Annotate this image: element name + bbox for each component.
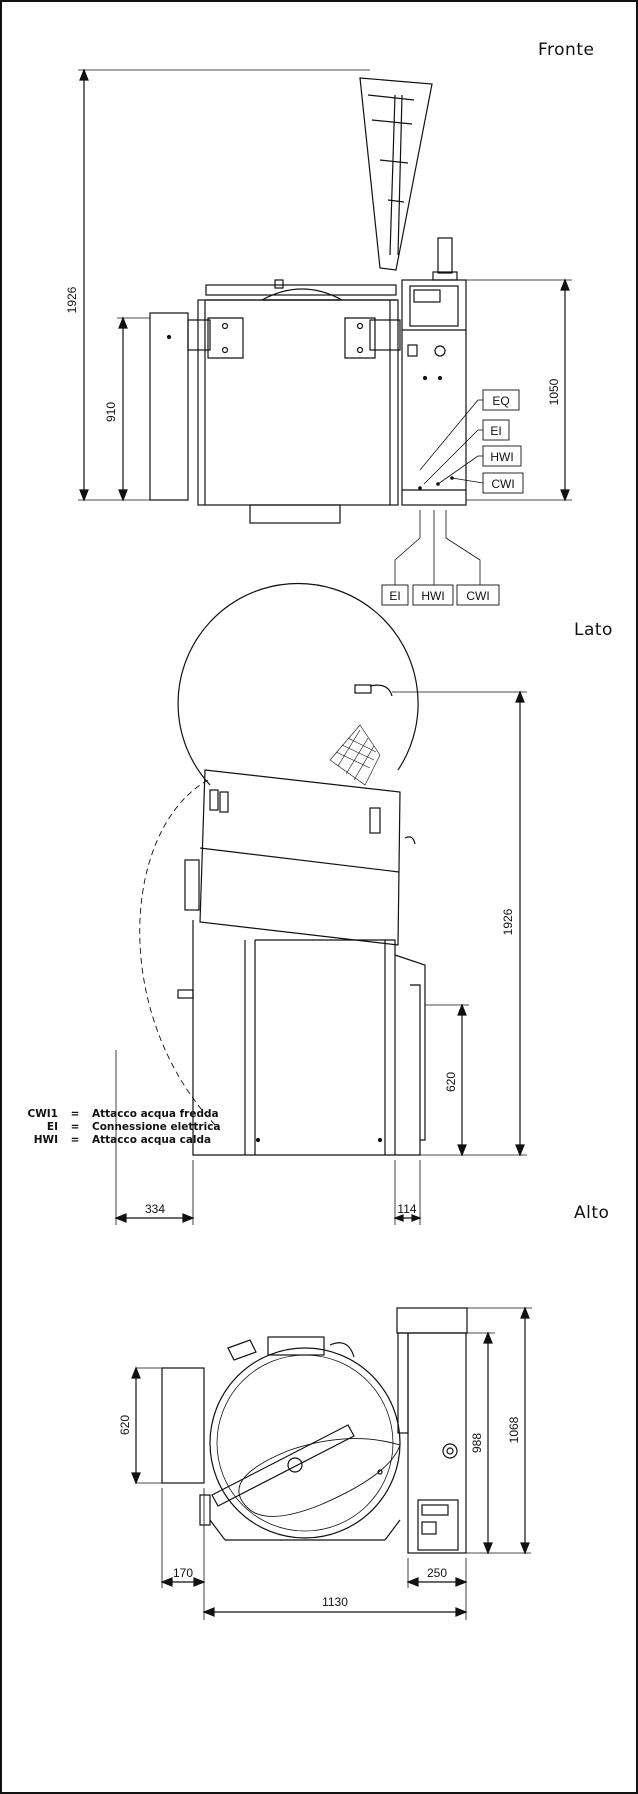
legend-sep: = bbox=[70, 1134, 80, 1146]
front-tag-eq: EQ bbox=[492, 394, 509, 408]
top-dim-1130: 1130 bbox=[322, 1595, 348, 1609]
legend-row-cwi: CWI1 = Attacco acqua fredda bbox=[14, 1108, 221, 1121]
side-view-title: Lato bbox=[574, 620, 613, 640]
legend-text: Connessione elettrica bbox=[92, 1121, 221, 1133]
legend-text: Attacco acqua fredda bbox=[92, 1108, 219, 1120]
front-tag-ei-right: EI bbox=[490, 424, 501, 438]
legend-sep: = bbox=[70, 1121, 80, 1133]
top-dim-250: 250 bbox=[427, 1566, 447, 1580]
top-dim-620: 620 bbox=[118, 1415, 132, 1435]
connection-legend: CWI1 = Attacco acqua fredda EI = Conness… bbox=[14, 1108, 221, 1147]
front-dim-910: 910 bbox=[104, 402, 118, 422]
front-dim-1050: 1050 bbox=[547, 378, 561, 405]
front-tag-ei-bottom: EI bbox=[389, 589, 400, 603]
front-tag-hwi-right: HWI bbox=[490, 450, 513, 464]
top-dim-1068: 1068 bbox=[507, 1416, 521, 1443]
top-dim-170: 170 bbox=[173, 1566, 193, 1580]
legend-sep: = bbox=[70, 1108, 80, 1120]
side-view: 1926 620 334 114 bbox=[114, 582, 527, 1225]
legend-text: Attacco acqua calda bbox=[92, 1134, 212, 1146]
front-tag-cwi-right: CWI bbox=[491, 477, 514, 491]
front-tag-cwi-bottom: CWI bbox=[466, 589, 489, 603]
side-dim-334: 334 bbox=[145, 1202, 165, 1216]
front-view-title: Fronte bbox=[538, 40, 595, 60]
legend-code: EI bbox=[46, 1121, 58, 1133]
front-view: 1926 910 bbox=[65, 68, 572, 606]
side-dim-1926: 1926 bbox=[501, 908, 515, 935]
top-dim-988: 988 bbox=[470, 1433, 484, 1453]
side-dim-620: 620 bbox=[444, 1072, 458, 1092]
top-view-title: Alto bbox=[574, 1203, 610, 1223]
top-view: 620 988 1068 170 250 1130 bbox=[118, 1306, 532, 1620]
front-dim-1926: 1926 bbox=[65, 286, 79, 313]
front-tag-hwi-bottom: HWI bbox=[421, 589, 444, 603]
legend-code: CWI1 bbox=[27, 1108, 58, 1120]
legend-code: HWI bbox=[33, 1134, 58, 1146]
side-dim-114: 114 bbox=[397, 1202, 416, 1216]
legend-row-hwi: HWI = Attacco acqua calda bbox=[14, 1134, 221, 1147]
legend-row-ei: EI = Connessione elettrica bbox=[14, 1121, 221, 1134]
